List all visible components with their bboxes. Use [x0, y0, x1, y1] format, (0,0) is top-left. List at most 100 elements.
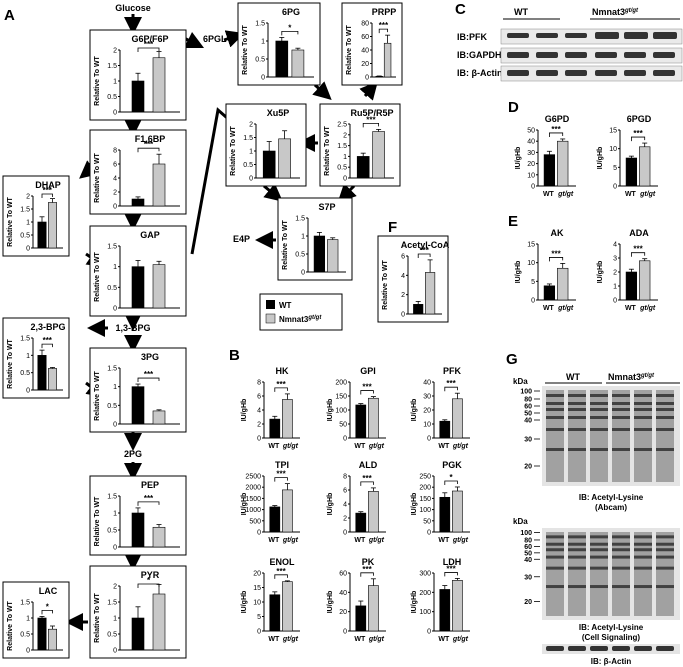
category-label-mutant: gt/gt	[452, 636, 469, 643]
blot-g-abcam-lane-band	[634, 428, 652, 431]
significance-label: ***	[419, 246, 429, 255]
significance-label: ***	[43, 336, 53, 345]
bar-wt	[543, 285, 556, 301]
blot-c-mut-label: Nmnat3gt/gt	[592, 7, 639, 17]
significance-bracket	[41, 343, 53, 349]
blot-g-cs-lane-band	[590, 535, 608, 539]
chart-tick-label: 0	[257, 436, 261, 443]
significance-bracket	[41, 610, 53, 615]
chart-title: TPI	[275, 460, 289, 470]
legend-mut-name: Nmnat3	[279, 315, 309, 324]
chart-tick-label: 10	[527, 172, 535, 179]
chart-tick-label: 1	[343, 154, 347, 161]
blot-c-row-pfk: IB:PFK	[457, 32, 487, 42]
bar-mutant	[152, 264, 166, 309]
category-label-mutant: gt/gt	[368, 636, 385, 643]
chart-title: GAP	[140, 230, 160, 240]
bar-wt	[37, 221, 47, 249]
chart-tick-label: 15	[253, 585, 261, 592]
blot-g-actin-band	[612, 646, 630, 651]
blot-g-abcam-lane-band	[634, 402, 652, 405]
significance-bracket	[378, 28, 388, 34]
blot-g-marker-label: 100	[520, 530, 532, 537]
category-label-wt: WT	[438, 443, 450, 450]
bar-mutant	[278, 138, 291, 179]
chart-tick-label: 1.5	[20, 336, 30, 343]
chart-ylabel: Relative To WT	[94, 251, 101, 301]
blot-g-cs-lane-band	[656, 566, 674, 570]
significance-label: ***	[43, 186, 53, 195]
significance-label: *	[450, 473, 454, 482]
chart-title: AK	[551, 228, 564, 238]
pathway-13bpg-label: 1,3-BPG	[115, 323, 150, 333]
blot-g-abcam-lane-smear	[568, 390, 586, 482]
chart-title: 6PGD	[627, 114, 652, 124]
chart-tick-label: 0.5	[107, 528, 117, 535]
chart-tick-label: 6	[113, 162, 117, 169]
blot-g-cs-lane-band	[546, 585, 564, 589]
blot-c-band	[536, 52, 558, 58]
chart-tick-label: 8	[113, 148, 117, 155]
pathway-glucose-label: Glucose	[115, 3, 151, 13]
bar-mutant	[152, 526, 166, 548]
legend-label-mut: Nmnat3gt/gt	[279, 315, 322, 324]
bar-wt	[131, 512, 145, 548]
blot-c-row-gapdh: IB:GAPDH	[457, 50, 502, 60]
blot-g-cs-lane-band	[568, 555, 586, 559]
blot-g-abcam-lane-band	[546, 416, 564, 419]
blot-g-abcam-lane-band	[634, 416, 652, 419]
chart-tick-label: 0	[343, 176, 347, 183]
category-label-wt: WT	[438, 537, 450, 544]
blot-g-abcam-lane-band	[568, 448, 586, 451]
significance-bracket	[137, 501, 160, 506]
chart-title: PK	[362, 557, 375, 567]
bar-mutant	[291, 49, 305, 78]
blot-g-marker-label: 20	[524, 599, 532, 606]
chart-tick-label: 2000	[245, 485, 261, 492]
blot-c-band	[653, 52, 675, 58]
significance-label: ***	[633, 245, 643, 254]
category-label-mutant: gt/gt	[557, 191, 574, 198]
blot-g-cs-lane-band	[568, 548, 586, 552]
blot-g-abcam-lane-band	[634, 394, 652, 397]
blot-g-caption-abcam-2: (Abcam)	[595, 503, 627, 512]
significance-bracket	[137, 47, 160, 52]
category-label-mutant: gt/gt	[557, 305, 574, 312]
blot-g-abcam-lane-band	[568, 394, 586, 397]
chart-tick-label: 0	[343, 436, 347, 443]
category-label-mutant: gt/gt	[639, 191, 656, 198]
significance-bracket	[444, 480, 458, 485]
blot-g-abcam-lane-band	[656, 408, 674, 411]
blot-c-band	[565, 33, 587, 38]
chart-ylabel: IU/gHb	[411, 399, 418, 422]
chart-tick-label: 0	[613, 298, 617, 305]
blot-g-strip-actin	[542, 644, 680, 654]
bar-mutant	[372, 131, 385, 179]
significance-bracket	[41, 193, 53, 198]
chart-frame	[2, 317, 70, 399]
blot-g-kda-label-2: kDa	[513, 517, 528, 526]
bar-wt	[37, 617, 47, 651]
chart-ylabel: IU/gHb	[515, 261, 522, 284]
chart-title: G6PD	[545, 114, 570, 124]
bar-wt	[131, 617, 145, 651]
blot-g-abcam-lane-band	[568, 408, 586, 411]
significance-bracket	[274, 477, 288, 482]
chart-tick-label: 0	[257, 629, 261, 636]
category-label-wt: WT	[625, 191, 637, 198]
significance-label: ***	[276, 380, 286, 389]
bar-wt	[269, 594, 281, 632]
chart-tick-label: 200	[419, 485, 431, 492]
blot-g-marker-label: 60	[524, 404, 532, 411]
chart-ylabel: IU/gHb	[411, 591, 418, 614]
blot-g-marker-label: 40	[524, 418, 532, 425]
significance-label: ***	[144, 370, 154, 379]
significance-bracket	[137, 147, 160, 153]
blot-g-marker-label: 30	[524, 437, 532, 444]
chart-tick-label: 1	[113, 79, 117, 86]
significance-bracket	[444, 572, 458, 577]
bar-wt	[355, 512, 367, 533]
